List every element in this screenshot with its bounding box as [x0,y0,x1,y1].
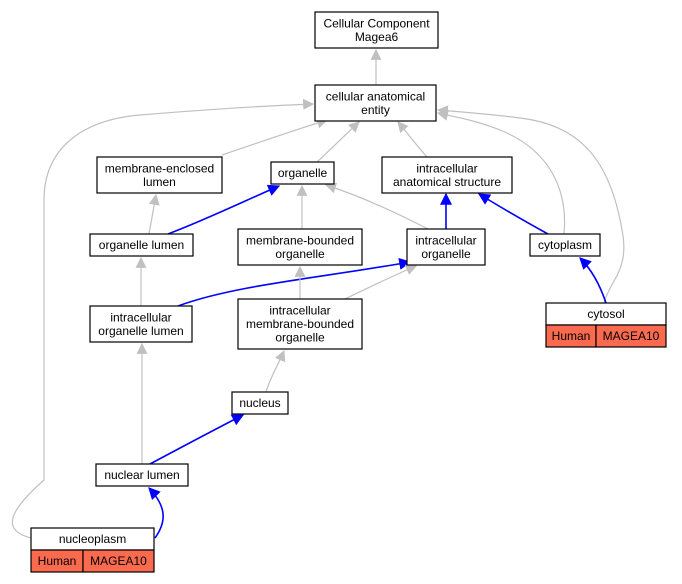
node-box [95,463,189,487]
edge-iol-to-io [177,257,412,307]
node-label: membrane-enclosed [105,161,214,175]
node-label: intracellular [416,161,477,175]
node-box [89,233,194,257]
node-label: organelle lumen [98,324,183,338]
node-label: entity [361,103,390,117]
edge-ol-to-org [167,184,281,235]
edge-mel-to-cae [221,117,329,156]
node-label: organelle [278,166,328,180]
gene-cell [82,549,155,573]
edge-nuc-to-imbo [265,349,286,393]
node-box [314,11,439,49]
species-label: Human [38,554,77,568]
node-org[interactable]: organelle [270,161,335,185]
edge-org-to-cae [316,121,360,163]
node-label: Magea6 [355,30,399,44]
node-cyto[interactable]: cytoplasm [529,233,601,257]
node-nuc[interactable]: nucleus [231,391,289,415]
node-box [231,391,289,415]
edge-io-to-org [324,182,429,230]
edge-ol-to-mel [148,193,160,235]
gene-label: MAGEA10 [603,329,660,343]
gene-label: MAGEA10 [90,554,147,568]
node-label: intracellular [415,233,476,247]
edge-cyto-to-ias [477,193,549,235]
edge-cytosol-to-cae [436,105,625,304]
node-ol[interactable]: organelle lumen [89,233,194,257]
node-label: cytosol [587,307,624,321]
node-label: cytoplasm [538,238,592,252]
node-label: organelle [275,331,325,345]
node-label: membrane-bounded [246,317,354,331]
node-box [529,233,601,257]
edge-imbo-to-io [344,264,418,300]
node-box [270,161,335,185]
edge-np-to-cae [11,98,315,539]
species-label: Human [552,329,591,343]
node-label: organelle [421,247,471,261]
node-label: organelle lumen [99,238,184,252]
node-label: intracellular [269,304,330,318]
node-label: lumen [143,175,176,189]
node-label: anatomical structure [393,175,501,189]
edges [11,48,625,539]
node-label: organelle [275,247,325,261]
node-box [89,305,193,343]
edge-cyto-to-cae [436,109,566,235]
node-label: cellular anatomical [326,89,425,103]
node-box [96,156,223,194]
node-label: Cellular Component [323,16,430,30]
node-label: nuclear lumen [104,468,179,482]
edge-cytosol-to-cyto [579,257,607,304]
edge-ias-to-cae [397,121,428,158]
node-box [237,298,363,350]
node-box [314,84,437,122]
node-label: intracellular [110,310,171,324]
node-label: membrane-bounded [246,233,354,247]
gene-cell [595,324,667,348]
edge-np-to-nl [148,487,164,539]
node-box [237,228,363,266]
edge-nl-to-nuc [149,414,245,465]
node-nl[interactable]: nuclear lumen [95,463,189,487]
node-label: nucleoplasm [59,532,126,546]
node-box [381,156,513,194]
node-box [406,228,486,266]
node-label: nucleus [239,396,280,410]
